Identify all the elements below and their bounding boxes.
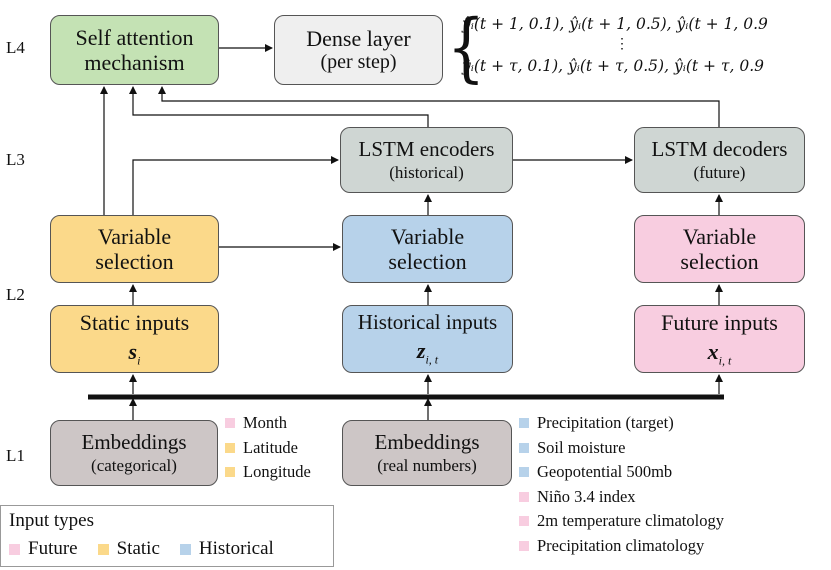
real-feature-item: Niño 3.4 index xyxy=(519,485,724,510)
categorical-feature-label: Longitude xyxy=(243,462,311,481)
static-inputs-node: Static inputs si xyxy=(50,305,219,373)
real-feature-swatch xyxy=(519,442,529,453)
lstm-encoders-title: LSTM encoders xyxy=(358,137,495,162)
categorical-feature-swatch xyxy=(225,418,235,429)
level-label-l4: L4 xyxy=(6,38,25,57)
level-label-l2: L2 xyxy=(6,285,25,304)
input-types-title: Input types xyxy=(9,510,94,531)
real-feature-label: Soil moisture xyxy=(537,437,626,457)
self-attention-node: Self attention mechanism xyxy=(50,15,219,85)
legend-future-swatch xyxy=(9,543,20,555)
real-feature-label: Precipitation climatology xyxy=(537,535,705,555)
variable-selection-static-node: Variable selection xyxy=(50,215,219,283)
real-feature-item: Soil moisture xyxy=(519,436,724,461)
embeddings-real-node: Embeddings (real numbers) xyxy=(342,420,512,486)
dense-layer-title: Dense layer xyxy=(306,25,411,51)
legend-static: Static xyxy=(97,538,160,560)
embeddings-categorical-title: Embeddings xyxy=(81,430,187,455)
legend-historical: Historical xyxy=(179,538,274,560)
real-feature-label: Geopotential 500mb xyxy=(537,462,673,481)
real-feature-item: Precipitation climatology xyxy=(519,534,724,559)
real-feature-swatch xyxy=(519,491,529,502)
real-feature-swatch xyxy=(519,516,529,527)
historical-inputs-node: Historical inputs zi, t xyxy=(342,305,513,373)
historical-inputs-title: Historical inputs xyxy=(357,310,498,335)
static-inputs-symbol: si xyxy=(128,339,141,368)
output-line-1: ŷᵢ(t + 1, 0.1), ŷᵢ(t + 1, 0.5), ŷᵢ(t + 1… xyxy=(462,15,768,33)
output-line-2: ŷᵢ(t + τ, 0.1), ŷᵢ(t + τ, 0.5), ŷᵢ(t + τ… xyxy=(462,57,765,75)
variable-selection-historical-node: Variable selection xyxy=(342,215,513,283)
dense-layer-node: Dense layer (per step) xyxy=(274,15,443,85)
future-inputs-title: Future inputs xyxy=(661,309,778,335)
variable-selection-future-node: Variable selection xyxy=(634,215,805,283)
categorical-feature-item: Month xyxy=(225,411,311,436)
real-feature-label: Niño 3.4 index xyxy=(537,486,636,506)
variable-selection-historical-label: Variable selection xyxy=(388,223,467,274)
variable-selection-static-label: Variable selection xyxy=(95,223,174,274)
legend-historical-label: Historical xyxy=(198,538,274,559)
categorical-feature-swatch xyxy=(225,467,235,478)
variable-selection-future-label: Variable selection xyxy=(680,223,759,274)
self-attention-label: Self attention mechanism xyxy=(75,24,194,75)
input-types-legend: Input types Future Static Historical xyxy=(0,505,334,567)
legend-static-swatch xyxy=(97,543,109,555)
categorical-feature-item: Longitude xyxy=(225,460,311,485)
embeddings-categorical-node: Embeddings (categorical) xyxy=(50,420,218,486)
real-feature-swatch xyxy=(519,467,529,478)
embeddings-real-title: Embeddings xyxy=(374,430,480,455)
lstm-decoders-sub: (future) xyxy=(693,163,746,183)
lstm-decoders-node: LSTM decoders (future) xyxy=(634,127,805,193)
static-inputs-title: Static inputs xyxy=(79,309,190,335)
embeddings-real-sub: (real numbers) xyxy=(377,456,477,476)
categorical-feature-swatch xyxy=(225,442,235,453)
legend-future: Future xyxy=(9,538,78,560)
historical-inputs-symbol: zi, t xyxy=(416,338,439,367)
legend-static-label: Static xyxy=(116,538,160,559)
future-inputs-node: Future inputs xi, t xyxy=(634,305,805,373)
categorical-feature-label: Month xyxy=(243,413,288,432)
real-feature-item: 2m temperature climatology xyxy=(519,509,724,534)
output-vdots: ⋮ xyxy=(615,37,629,52)
level-label-l1: L1 xyxy=(6,446,25,465)
level-label-l3: L3 xyxy=(6,150,25,169)
lstm-encoders-sub: (historical) xyxy=(389,163,464,183)
future-inputs-symbol: xi, t xyxy=(707,339,732,368)
real-feature-label: Precipitation (target) xyxy=(537,413,674,432)
arrow-dec-to-attention xyxy=(158,86,720,127)
dense-layer-sub: (per step) xyxy=(320,51,397,74)
real-feature-label: 2m temperature climatology xyxy=(537,511,724,530)
arrow-static-vs-to-enc xyxy=(132,156,339,215)
categorical-feature-label: Latitude xyxy=(243,437,298,457)
real-feature-item: Geopotential 500mb xyxy=(519,460,724,485)
legend-future-label: Future xyxy=(28,538,78,559)
arrow-enc-to-attention xyxy=(129,86,429,127)
lstm-encoders-node: LSTM encoders (historical) xyxy=(340,127,513,193)
embeddings-categorical-sub: (categorical) xyxy=(91,456,177,476)
real-feature-swatch xyxy=(519,418,529,429)
real-feature-swatch xyxy=(519,540,529,551)
legend-historical-swatch xyxy=(179,543,191,555)
real-feature-item: Precipitation (target) xyxy=(519,411,724,436)
output-brace: { xyxy=(447,4,486,92)
categorical-feature-item: Latitude xyxy=(225,436,311,461)
lstm-decoders-title: LSTM decoders xyxy=(651,137,788,162)
